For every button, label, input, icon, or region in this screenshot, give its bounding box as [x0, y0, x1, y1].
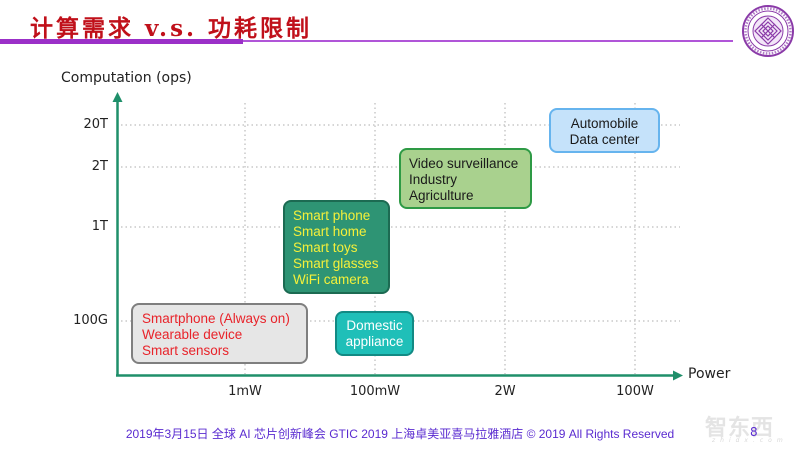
- title-underline-thin: [243, 40, 733, 42]
- region-item: appliance: [345, 334, 404, 349]
- region-item: Industry: [409, 172, 458, 187]
- page-number: 8: [750, 425, 758, 439]
- region-item: Smart home: [293, 224, 367, 239]
- region-item: Smart toys: [293, 240, 358, 255]
- region-item: WiFi camera: [293, 272, 369, 287]
- region-smart-devices: Smart phone Smart home Smart toys Smart …: [283, 200, 390, 294]
- x-tick-100mw: 100mW: [349, 384, 401, 399]
- title-underline-thick: [0, 39, 243, 44]
- x-axis-label: Power: [688, 366, 731, 382]
- region-item: Wearable device: [142, 327, 243, 342]
- university-seal-logo: [741, 4, 795, 58]
- region-item: Data center: [569, 132, 640, 147]
- region-item: Agriculture: [409, 188, 474, 203]
- x-tick-2w: 2W: [494, 384, 516, 399]
- y-tick-100g: 100G: [73, 313, 108, 328]
- region-edge: Video surveillance Industry Agriculture: [399, 148, 532, 209]
- region-item: Automobile: [570, 116, 639, 131]
- x-tick-1mw: 1mW: [228, 384, 262, 399]
- y-axis-label: Computation (ops): [61, 70, 192, 86]
- region-item: Smart sensors: [142, 343, 230, 358]
- region-item: Smart phone: [293, 208, 371, 223]
- watermark: 智东西: [705, 416, 775, 441]
- region-item: Smartphone (Always on): [142, 311, 290, 326]
- region-item: Video surveillance: [409, 156, 519, 171]
- x-tick-100w: 100W: [616, 384, 654, 399]
- y-tick-2t: 2T: [91, 159, 108, 174]
- slide-footer: 2019年3月15日 全球 AI 芯片创新峰会 GTIC 2019 上海卓美亚喜…: [125, 427, 675, 441]
- region-high-performance: Automobile Data center: [549, 108, 660, 153]
- watermark-url: zhidx.com: [712, 437, 788, 444]
- slide-title: 计算需求 v.s. 功耗限制: [30, 15, 313, 42]
- y-tick-20t: 20T: [83, 117, 108, 132]
- region-item: Domestic: [346, 318, 403, 333]
- region-low-power: Smartphone (Always on) Wearable device S…: [131, 303, 308, 364]
- y-tick-1t: 1T: [91, 219, 108, 234]
- region-domestic: Domestic appliance: [335, 311, 414, 356]
- region-item: Smart glasses: [293, 256, 379, 271]
